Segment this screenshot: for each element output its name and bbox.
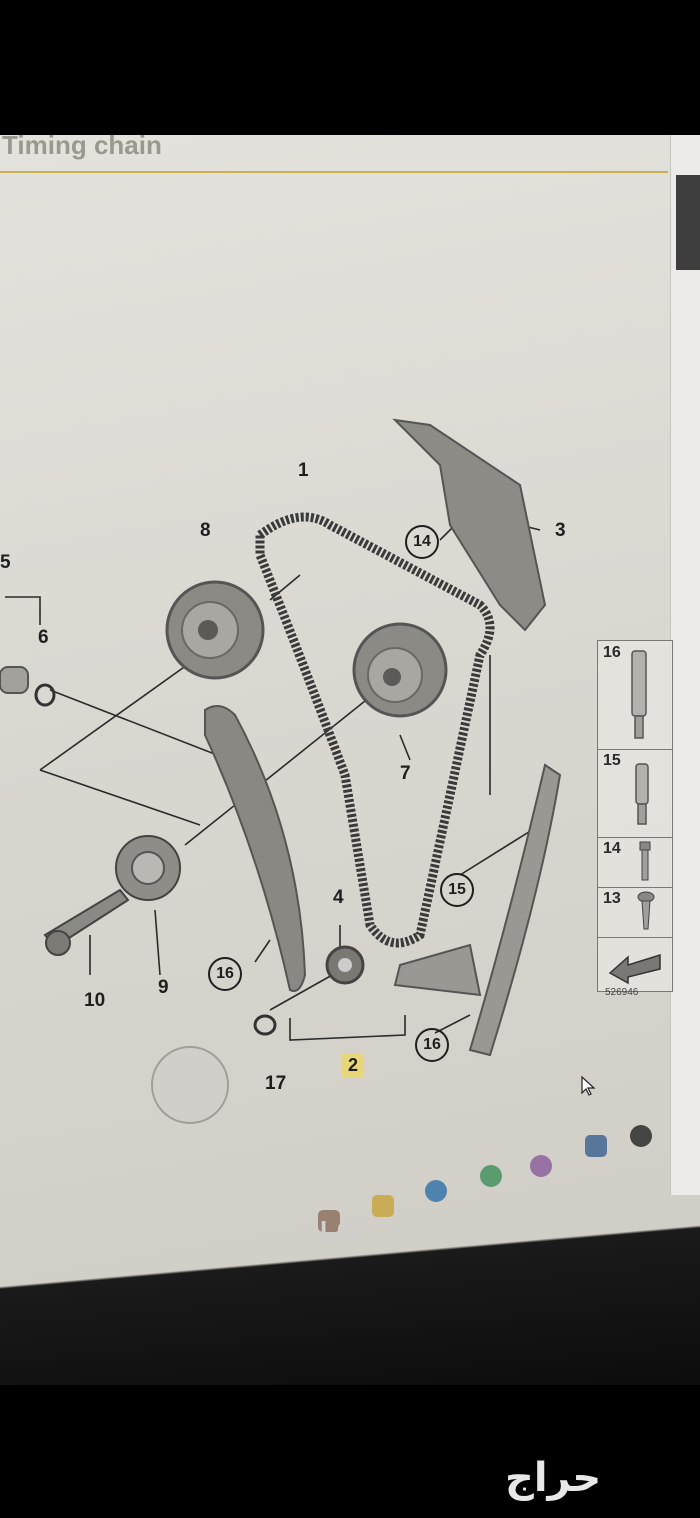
parts-legend: 16 15 14 13 (597, 640, 673, 992)
callout-9: 9 (158, 977, 169, 998)
title-divider (0, 171, 668, 173)
arrow-icon (608, 953, 661, 985)
camshaft-sprocket-exhaust (352, 622, 448, 718)
callout-3: 3 (555, 520, 566, 541)
sidebar-tab[interactable] (676, 175, 700, 270)
page-title: Timing chain (2, 135, 162, 160)
mouse-cursor-icon (581, 1075, 596, 1096)
callout-4: 4 (333, 887, 344, 908)
taskbar-app-icon[interactable] (585, 1135, 607, 1157)
callout-5: 5 (0, 552, 11, 573)
adjustment-unit (0, 666, 29, 694)
callout-2: 2 (342, 1053, 365, 1078)
legend-label: 13 (603, 890, 621, 907)
leader-lines (5, 504, 541, 1041)
callout-16-left: 16 (208, 957, 242, 991)
o-ring (253, 1014, 277, 1036)
callout-6: 6 (38, 627, 49, 648)
callout-15: 15 (440, 873, 474, 907)
tensioner-rail (204, 705, 307, 992)
taskbar-app-icon[interactable] (530, 1155, 552, 1177)
legend-label: 16 (603, 644, 621, 661)
pin-icon (635, 763, 649, 825)
crankshaft-sprocket (325, 945, 365, 985)
crankshaft-pulley (151, 1046, 229, 1124)
upper-guide-rail (392, 418, 547, 632)
bolt-icon (639, 841, 651, 881)
callout-8: 8 (200, 520, 211, 541)
guide-rail (468, 763, 562, 1057)
callout-16-right: 16 (415, 1028, 449, 1062)
legend-arrow-cell (598, 937, 672, 991)
legend-item: 16 (598, 641, 672, 750)
tiktok-icon[interactable] (630, 1125, 652, 1147)
diagram-code: 526946 (605, 987, 639, 998)
legend-item: 13 (598, 887, 672, 938)
parts-diagram (0, 418, 562, 1124)
monitor-screen: Timing chain (0, 135, 700, 1385)
timing-chain (255, 512, 495, 948)
callout-7: 7 (400, 763, 411, 784)
screw-icon (637, 891, 655, 930)
o-ring-6 (34, 683, 56, 707)
legend-item: 14 (598, 837, 672, 888)
monitor-bezel (0, 1195, 700, 1385)
legend-label: 15 (603, 752, 621, 769)
legend-item: 15 (598, 749, 672, 838)
callout-14: 14 (405, 525, 439, 559)
chrome-icon[interactable] (480, 1165, 502, 1187)
callout-10: 10 (84, 990, 106, 1011)
sleeve-icon (631, 650, 647, 739)
right-sidebar[interactable] (670, 135, 700, 1195)
legend-label: 14 (603, 840, 621, 857)
lg-logo: LG (320, 1215, 359, 1245)
callout-17: 17 (265, 1073, 287, 1094)
haraj-watermark: حراج (505, 1455, 602, 1501)
camshaft-sprocket-intake (165, 580, 265, 680)
callout-1: 1 (298, 460, 309, 481)
